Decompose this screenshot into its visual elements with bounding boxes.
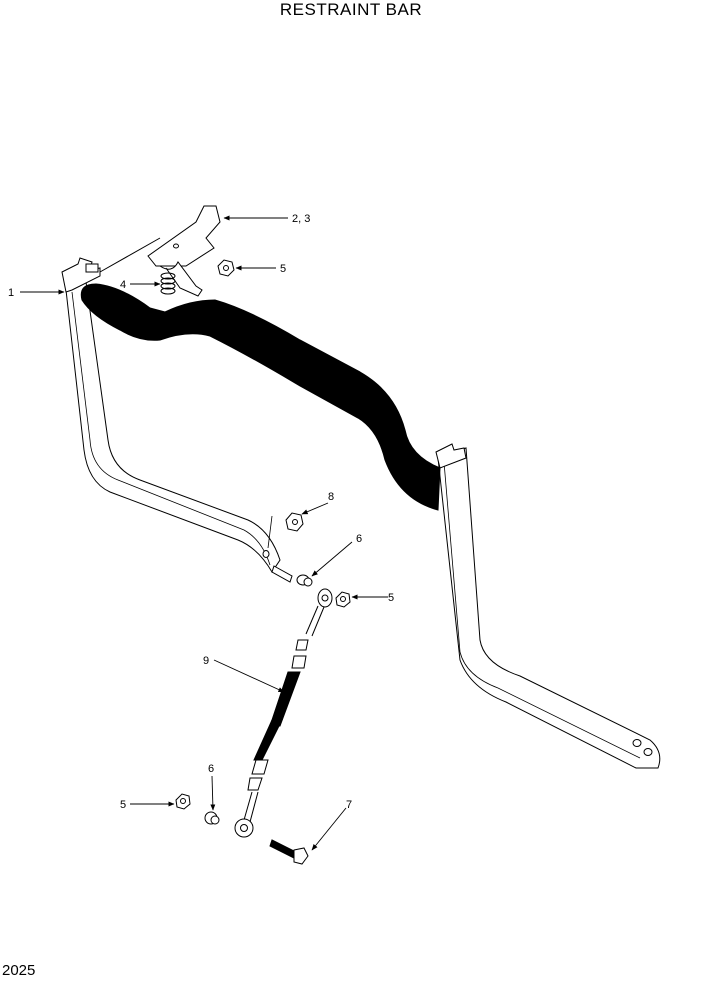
spacer-upper [296,574,313,587]
left-arm-bracket [61,257,281,573]
callout-leaders [20,215,388,851]
callout-5-upper: 5 [280,263,286,275]
nut-right [335,591,351,608]
right-arm-bracket [435,443,661,769]
callout-8: 8 [328,491,334,503]
callout-4: 4 [120,279,126,291]
callout-6-lower: 6 [208,763,214,775]
nut-lower [175,793,191,810]
stud-left [262,515,293,583]
nut-8 [285,512,304,532]
latch-plate [99,205,221,297]
rod-end-upper [305,588,333,637]
page-title: RESTRAINT BAR [279,0,423,19]
spring [160,272,176,295]
callout-9: 9 [203,655,209,667]
nut-upper [217,259,235,277]
callout-5-right: 5 [388,592,394,604]
page-number: 2025 [2,962,36,979]
rod-end-lower [234,791,259,838]
callout-5-lower: 5 [120,799,126,811]
callout-6-upper: 6 [356,533,362,545]
callout-1: 1 [8,287,14,299]
restraint-bar-padding [80,283,441,511]
bolt [269,839,309,865]
callout-7: 7 [346,799,352,811]
threaded-rod [247,639,309,791]
spacer-lower [204,811,220,825]
callout-2-3: 2, 3 [292,213,310,225]
